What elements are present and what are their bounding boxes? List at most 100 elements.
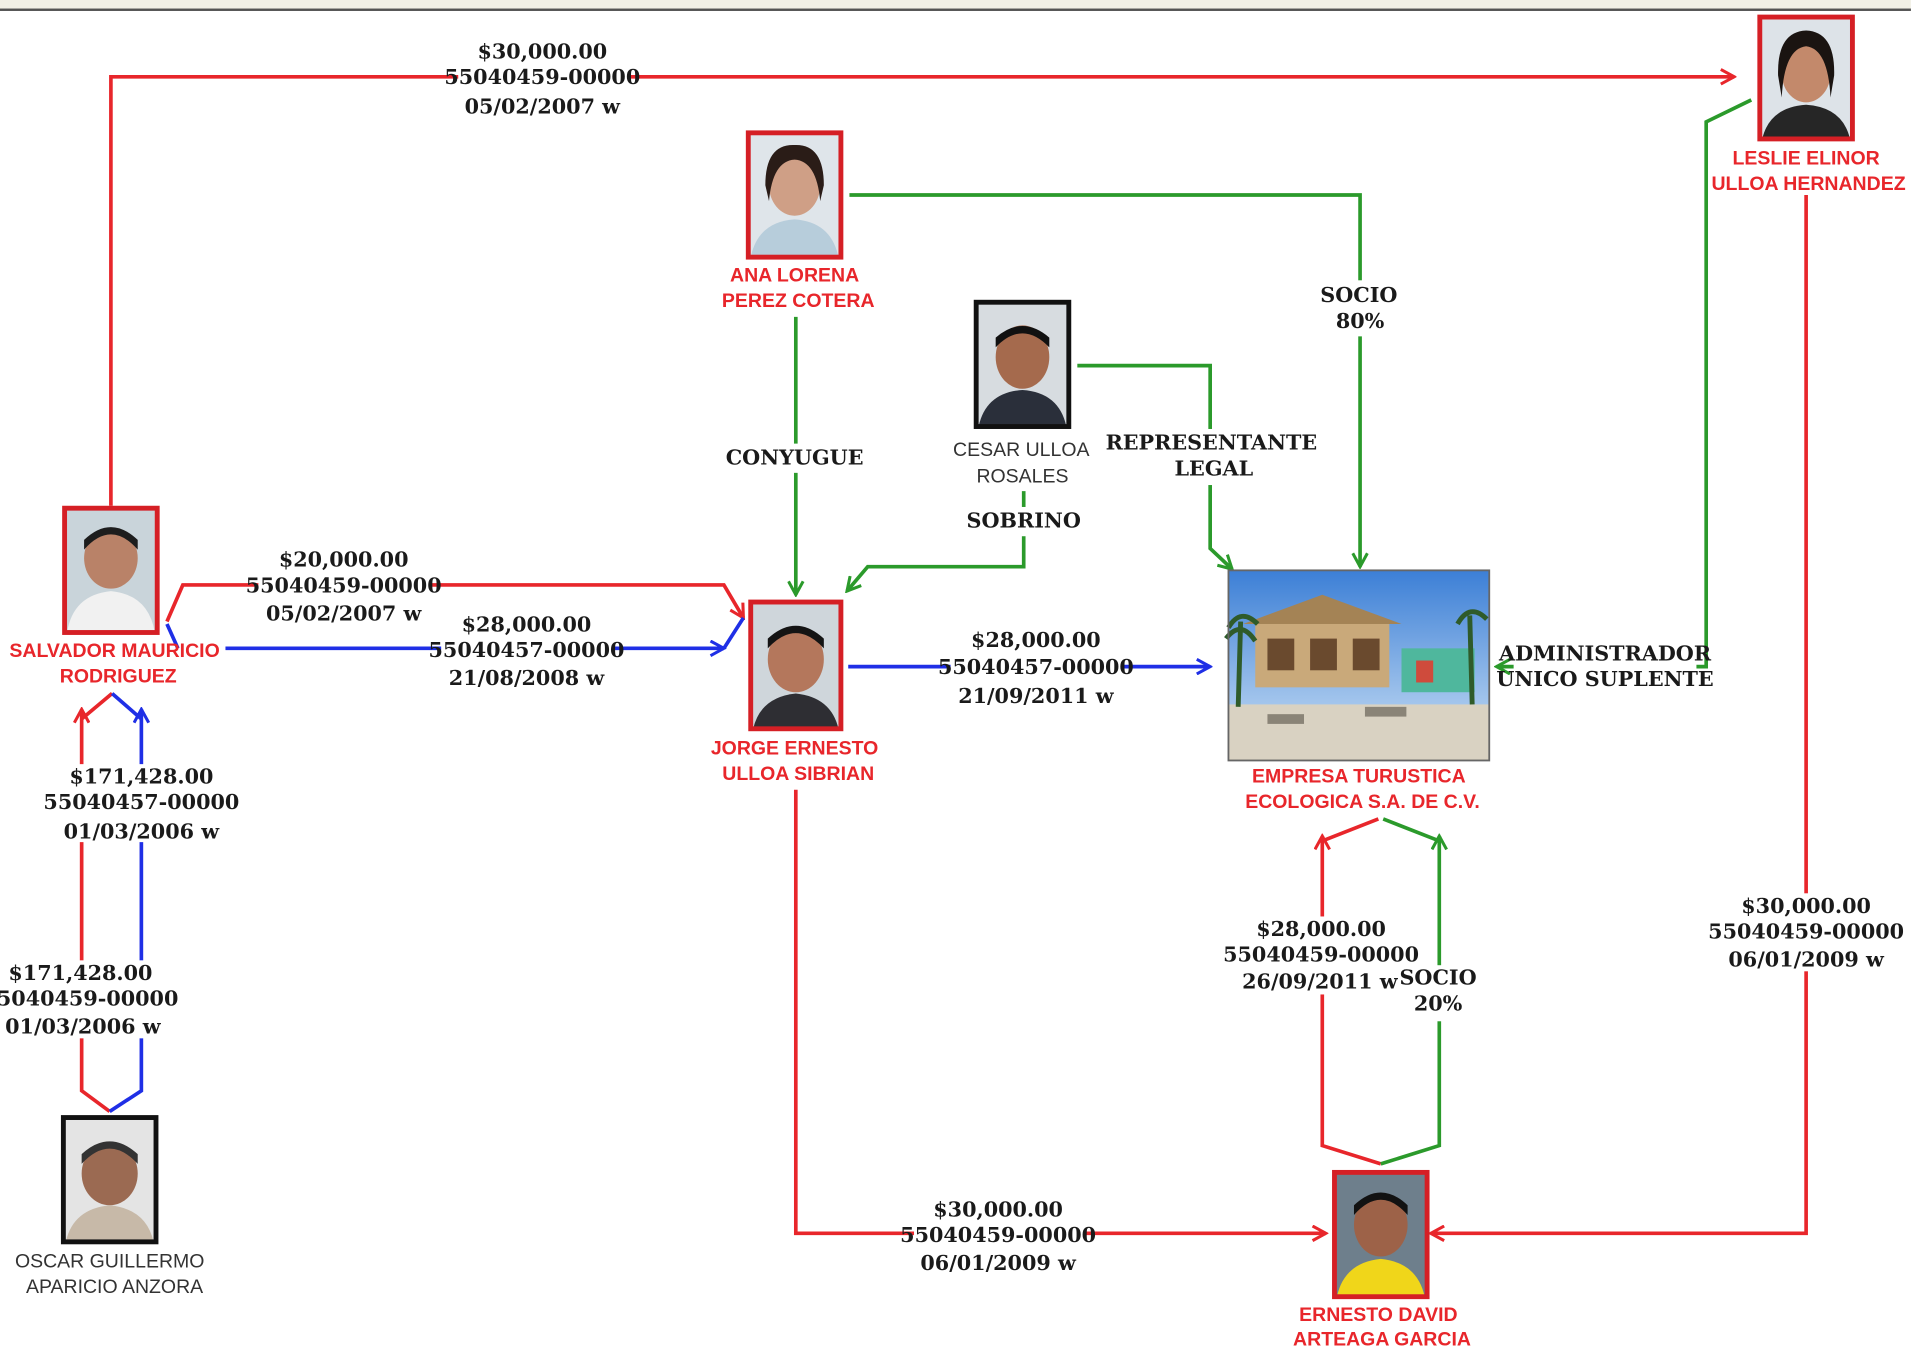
account-label: 55040459-00000 [246, 573, 442, 597]
jorge-photo-frame [748, 599, 844, 732]
transfer-salvador-jorge-blue-bend [165, 616, 745, 650]
transfer-salvador-leslie-line [109, 77, 1734, 506]
empresa-bottom-connector-red [1321, 817, 1380, 843]
relation-conyugue-label: CONYUGUE [726, 445, 864, 469]
person-avatar [1336, 1192, 1425, 1297]
account-label: 55040459-00000 [1223, 943, 1419, 967]
date-label: 21/08/2008 w [449, 666, 606, 690]
label-jorge-empresa: $28,000.00 55040457-00000 21/09/2011 w [938, 628, 1134, 708]
account-label: 55040457-00000 [429, 638, 625, 662]
node-oscar[interactable]: OSCAR GUILLERMO APARICIO ANZORA [15, 1115, 204, 1298]
node-ana[interactable]: ANA LORENA PEREZ COTERA [722, 130, 875, 312]
relation-sobrino-label: SOBRINO [967, 509, 1081, 533]
relation-socio80-line [849, 193, 1360, 567]
account-label: 55040459-00000 [0, 986, 178, 1010]
jorge-name-line1: JORGE ERNESTO [711, 737, 878, 759]
account-label: 55040457-00000 [43, 790, 239, 814]
amount-label: $20,000.00 [279, 548, 409, 572]
relation-socio80-line2: 80% [1336, 309, 1385, 333]
amount-label: $30,000.00 [1741, 894, 1871, 918]
person-avatar [65, 1141, 154, 1242]
label-oscar-salvador-blue: $171,428.00 55040457-00000 01/03/2006 w [43, 764, 239, 843]
relation-administrador-line1: ADMINISTRADOR [1498, 642, 1712, 666]
relation-socio20-line2: 20% [1414, 991, 1463, 1015]
node-cesar[interactable]: CESAR ULLOA ROSALES [953, 299, 1089, 488]
amount-label: $28,000.00 [1256, 917, 1386, 941]
label-sobrino: SOBRINO [967, 506, 1081, 537]
ana-name-line2: PEREZ COTERA [722, 290, 875, 312]
label-oscar-salvador-red: $171,428.00 55040459-00000 01/03/2006 w [0, 960, 178, 1038]
node-salvador[interactable]: SALVADOR MAURICIO RODRIGUEZ [9, 505, 220, 687]
node-jorge[interactable]: JORGE ERNESTO ULLOA SIBRIAN [711, 599, 878, 785]
date-label: 06/01/2009 w [1728, 947, 1885, 971]
label-conyugue: CONYUGUE [726, 443, 864, 473]
cesar-name-line1: CESAR ULLOA [953, 439, 1089, 461]
relation-socio20-line [1380, 836, 1439, 1166]
label-jorge-ernesto: $30,000.00 55040459-00000 06/01/2009 w [900, 1196, 1096, 1275]
transfer-ernesto-empresa-line [1322, 836, 1382, 1166]
ernesto-name-line2: ARTEAGA GARCIA [1293, 1328, 1471, 1350]
account-label: 55040459-00000 [1708, 919, 1904, 943]
cesar-name-line2: ROSALES [976, 466, 1068, 488]
person-avatar [978, 325, 1067, 427]
beach-house-photo [1224, 569, 1491, 762]
transfer-salvador-jorge-red-line [165, 583, 743, 623]
cesar-photo-frame [973, 299, 1072, 429]
amount-label: $30,000.00 [933, 1197, 1063, 1221]
relation-socio80-line1: SOCIO [1320, 283, 1397, 307]
date-label: 01/03/2006 w [64, 819, 221, 843]
amount-label: $28,000.00 [462, 612, 592, 636]
label-administrador: ADMINISTRADOR UNICO SUPLENTE [1496, 638, 1714, 695]
relation-representante-line1: REPRESENTANTE [1106, 431, 1318, 455]
label-ernesto-empresa: $28,000.00 55040459-00000 26/09/2011 w [1223, 916, 1419, 995]
transfer-leslie-ernesto-line [1431, 194, 1808, 1233]
oscar-name-line1: OSCAR GUILLERMO [15, 1250, 204, 1272]
label-salvador-jorge-blue: $28,000.00 55040457-00000 21/08/2008 w [429, 611, 625, 690]
person-avatar [67, 527, 155, 633]
node-ernesto[interactable]: ERNESTO DAVID ARTEAGA GARCIA [1293, 1169, 1471, 1350]
account-label: 55040459-00000 [900, 1223, 1096, 1247]
person-avatar [750, 144, 839, 258]
salvador-name-line2: RODRIGUEZ [60, 665, 177, 687]
label-salvador-leslie: $30,000.00 55040459-00000 05/02/2007 w [444, 38, 640, 118]
date-label: 05/02/2007 w [266, 601, 423, 625]
transfer-jorge-ernesto-line [793, 789, 1326, 1234]
ana-photo-frame [745, 130, 844, 260]
relation-representante-line2: LEGAL [1175, 456, 1254, 480]
empresa-bottom-connector-green [1382, 817, 1440, 843]
label-leslie-ernesto: $30,000.00 55040459-00000 06/01/2009 w [1708, 893, 1904, 971]
relation-socio20-line1: SOCIO [1399, 966, 1476, 990]
amount-label: $171,428.00 [69, 765, 213, 789]
amount-label: $30,000.00 [477, 39, 607, 63]
salvador-photo-frame [62, 505, 160, 635]
label-socio80: SOCIO 80% [1320, 280, 1397, 337]
leslie-name-line2: ULLOA HERNANDEZ [1711, 173, 1905, 195]
relation-administrador-line2: UNICO SUPLENTE [1496, 667, 1713, 691]
jorge-name-line2: ULLOA SIBRIAN [722, 763, 874, 785]
date-label: 06/01/2009 w [920, 1251, 1077, 1275]
node-empresa[interactable]: EMPRESA TURUSTICA ECOLOGICA S.A. DE C.V. [1224, 569, 1491, 813]
label-socio20: SOCIO 20% [1399, 965, 1478, 1022]
label-representante: REPRESENTANTE LEGAL [1106, 428, 1318, 486]
empresa-name-line1: EMPRESA TURUSTICA [1252, 765, 1466, 787]
amount-label: $171,428.00 [8, 961, 152, 985]
date-label: 26/09/2011 w [1242, 969, 1399, 993]
ernesto-photo-frame [1332, 1169, 1430, 1300]
date-label: 01/03/2006 w [5, 1014, 162, 1038]
oscar-photo-frame [60, 1115, 159, 1245]
date-label: 21/09/2011 w [958, 684, 1115, 708]
node-leslie[interactable]: LESLIE ELINOR ULLOA HERNANDEZ [1711, 14, 1906, 195]
salvador-bottom-connector-red [80, 692, 114, 721]
oscar-name-line2: APARICIO ANZORA [26, 1276, 203, 1298]
account-label: 55040459-00000 [444, 65, 640, 89]
leslie-name-line1: LESLIE ELINOR [1732, 148, 1879, 170]
ernesto-name-line1: ERNESTO DAVID [1299, 1304, 1457, 1326]
amount-label: $28,000.00 [971, 628, 1101, 652]
account-label: 55040457-00000 [938, 655, 1134, 679]
salvador-name-line1: SALVADOR MAURICIO [9, 640, 219, 662]
date-label: 05/02/2007 w [465, 94, 622, 118]
person-avatar [1762, 30, 1850, 139]
header-strip [0, 0, 1911, 11]
